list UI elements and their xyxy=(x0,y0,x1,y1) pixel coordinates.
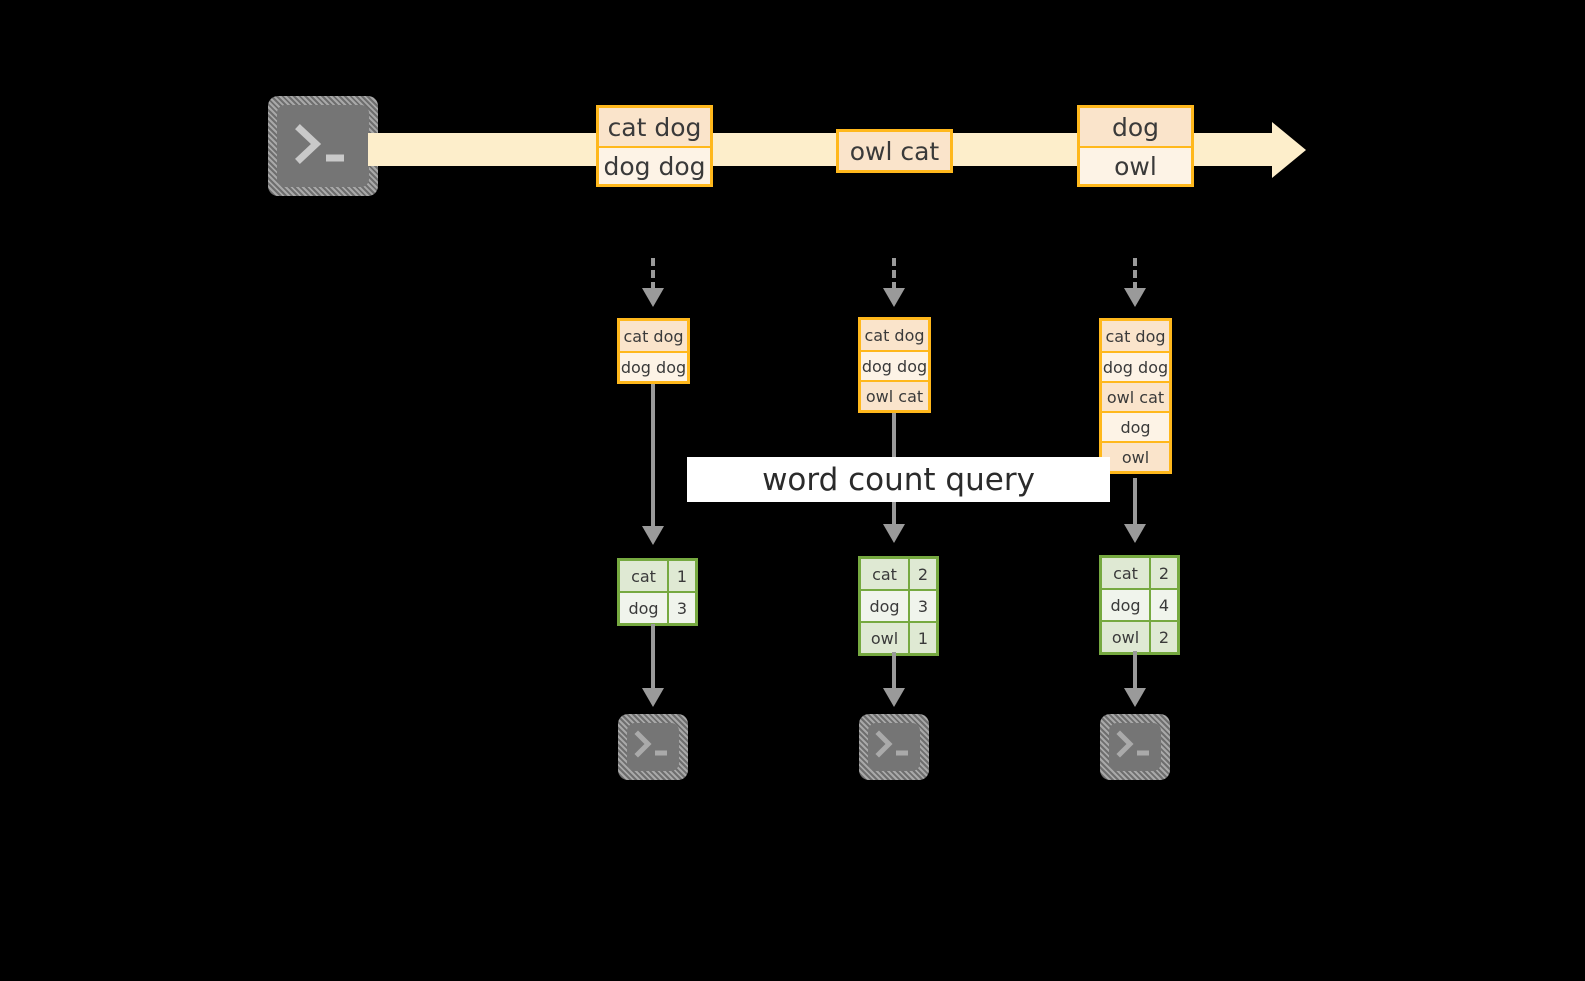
stream-message-line: dog dog xyxy=(599,146,710,184)
input-row: dog dog xyxy=(1102,351,1169,381)
terminal-prompt-glyph-icon xyxy=(875,730,908,758)
snapshot-1-dashed-connector xyxy=(651,258,655,290)
snapshot-2-result-table: cat 2 dog 3 owl 1 xyxy=(858,556,939,656)
result-word: dog xyxy=(1102,590,1149,620)
snapshot-2-result-arrowhead-icon xyxy=(883,524,905,543)
result-word: cat xyxy=(1102,558,1149,588)
stream-message-line: owl cat xyxy=(839,132,950,170)
result-word: owl xyxy=(1102,622,1149,652)
result-count: 4 xyxy=(1149,590,1177,620)
snapshot-1-result-table: cat 1 dog 3 xyxy=(617,558,698,626)
snapshot-2-sink-connector xyxy=(892,652,896,690)
input-row: owl xyxy=(1102,441,1169,471)
snapshot-1-input-table: cat dog dog dog xyxy=(617,318,690,384)
table-row: dog 4 xyxy=(1102,588,1177,620)
input-row: owl cat xyxy=(1102,381,1169,411)
result-count: 3 xyxy=(667,593,695,623)
query-label-band: word count query xyxy=(687,457,1110,502)
terminal-body xyxy=(277,105,369,187)
result-count: 1 xyxy=(667,561,695,591)
snapshot-2-input-table: cat dog dog dog owl cat xyxy=(858,317,931,413)
snapshot-3-result-arrowhead-icon xyxy=(1124,524,1146,543)
terminal-prompt-glyph-icon xyxy=(1116,730,1149,758)
result-count: 1 xyxy=(908,623,936,653)
table-row: dog 3 xyxy=(620,591,695,623)
table-row: cat 1 xyxy=(620,561,695,591)
snapshot-3-input-table: cat dog dog dog owl cat dog owl xyxy=(1099,318,1172,474)
terminal-body xyxy=(1109,723,1161,771)
stream-message-2: owl cat xyxy=(836,129,953,173)
input-row: cat dog xyxy=(861,320,928,350)
snapshot-1-sink-connector xyxy=(651,624,655,690)
snapshot-1-input-arrowhead-icon xyxy=(642,288,664,307)
result-word: dog xyxy=(861,591,908,621)
snapshot-2-input-arrowhead-icon xyxy=(883,288,905,307)
result-count: 2 xyxy=(1149,622,1177,652)
source-terminal-icon xyxy=(268,96,378,196)
terminal-body xyxy=(627,723,679,771)
result-count: 2 xyxy=(1149,558,1177,588)
terminal-body xyxy=(868,723,920,771)
stream-arrow-head-icon xyxy=(1272,122,1306,178)
terminal-prompt-glyph-icon xyxy=(634,730,667,758)
result-count: 3 xyxy=(908,591,936,621)
snapshot-3-sink-terminal-icon xyxy=(1100,714,1170,780)
snapshot-3-input-arrowhead-icon xyxy=(1124,288,1146,307)
stream-message-line: dog xyxy=(1080,108,1191,146)
table-row: cat 2 xyxy=(861,559,936,589)
snapshot-3-query-connector xyxy=(1133,478,1137,526)
snapshot-1-result-arrowhead-icon xyxy=(642,526,664,545)
terminal-prompt-glyph-icon xyxy=(295,124,344,164)
input-row: dog dog xyxy=(861,350,928,380)
stream-message-1: cat dog dog dog xyxy=(596,105,713,187)
snapshot-2-dashed-connector xyxy=(892,258,896,290)
stream-message-line: cat dog xyxy=(599,108,710,146)
result-word: cat xyxy=(620,561,667,591)
snapshot-1-query-connector xyxy=(651,384,655,528)
snapshot-3-sink-connector xyxy=(1133,651,1137,690)
query-label-text: word count query xyxy=(762,461,1035,498)
table-row: owl 1 xyxy=(861,621,936,653)
snapshot-2-sink-arrowhead-icon xyxy=(883,688,905,707)
table-row: dog 3 xyxy=(861,589,936,621)
input-row: cat dog xyxy=(620,321,687,351)
result-word: owl xyxy=(861,623,908,653)
snapshot-3-dashed-connector xyxy=(1133,258,1137,290)
snapshot-2-sink-terminal-icon xyxy=(859,714,929,780)
table-row: cat 2 xyxy=(1102,558,1177,588)
stream-message-line: owl xyxy=(1080,146,1191,184)
snapshot-3-sink-arrowhead-icon xyxy=(1124,688,1146,707)
table-row: owl 2 xyxy=(1102,620,1177,652)
snapshot-3-result-table: cat 2 dog 4 owl 2 xyxy=(1099,555,1180,655)
result-count: 2 xyxy=(908,559,936,589)
snapshot-1-sink-arrowhead-icon xyxy=(642,688,664,707)
input-row: cat dog xyxy=(1102,321,1169,351)
input-row: dog xyxy=(1102,411,1169,441)
result-word: cat xyxy=(861,559,908,589)
snapshot-1-sink-terminal-icon xyxy=(618,714,688,780)
result-word: dog xyxy=(620,593,667,623)
stream-message-3: dog owl xyxy=(1077,105,1194,187)
input-row: dog dog xyxy=(620,351,687,381)
input-row: owl cat xyxy=(861,380,928,410)
